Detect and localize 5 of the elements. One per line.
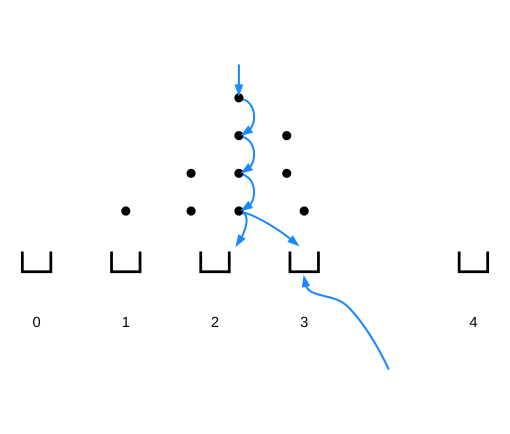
label: 4 [469, 315, 478, 332]
label: 1 [122, 315, 130, 332]
label: 3 [300, 315, 308, 332]
label: 2 [210, 315, 220, 332]
label: 0 [32, 315, 41, 332]
